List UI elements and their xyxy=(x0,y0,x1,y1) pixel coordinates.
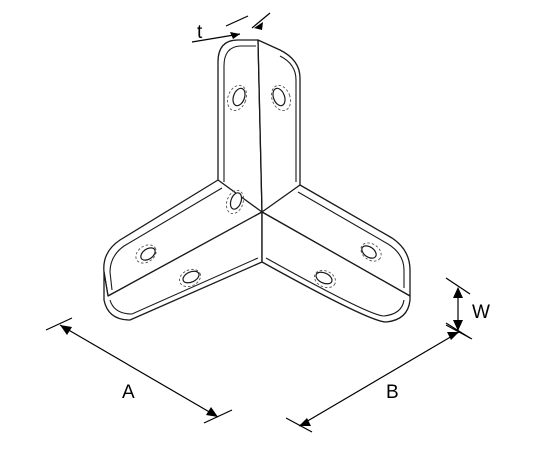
hole-vertical-lower xyxy=(229,192,243,210)
left-plate xyxy=(103,179,263,321)
dimension-b: B xyxy=(285,324,473,433)
hole-vertical-upper-right xyxy=(272,87,286,107)
dimension-w: W xyxy=(445,277,490,339)
dimension-t: t xyxy=(191,12,271,43)
dimension-a-label: A xyxy=(122,382,135,403)
dimension-a: A xyxy=(45,317,233,424)
dimension-t-label: t xyxy=(197,22,203,43)
mounting-holes xyxy=(135,84,382,289)
hole-vertical-upper-left xyxy=(232,87,246,107)
hole-right-front xyxy=(315,271,333,285)
hole-left-back xyxy=(140,247,156,261)
hole-left-front xyxy=(182,270,200,284)
dimension-b-label: B xyxy=(386,382,399,403)
vertical-plate xyxy=(217,39,301,213)
right-plate xyxy=(261,184,411,323)
dimension-w-label: W xyxy=(472,302,490,323)
hole-right-back xyxy=(361,245,377,259)
